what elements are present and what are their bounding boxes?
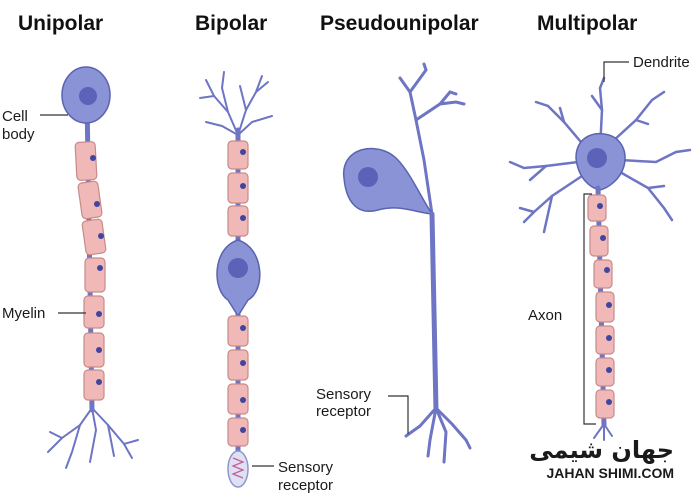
multipolar-dendrites: [508, 76, 692, 234]
unipolar-axon-terminals: [47, 407, 139, 469]
myelin-segment: [227, 315, 249, 347]
multipolar-axon-terminals: [593, 423, 613, 441]
myelin-nucleus-dot: [240, 427, 246, 433]
title-bipolar: Bipolar: [195, 12, 267, 35]
myelin-nucleus-dot: [240, 183, 246, 189]
unipolar-myelin-sheath: [74, 141, 107, 401]
bipolar-cell-body: [216, 239, 261, 318]
label-dendrite: Dendrite: [633, 54, 690, 71]
label-sensory-receptor-bipolar-line2: receptor: [278, 477, 333, 494]
label-sensory-receptor-pseudo-line1: Sensory: [316, 386, 372, 403]
myelin-nucleus-dot: [606, 302, 612, 308]
sensory-receptor-pseudo-leader-line: [388, 395, 409, 434]
myelin-nucleus-dot: [96, 379, 102, 385]
myelin-segment: [595, 291, 615, 323]
multipolar-myelin-sheath: [587, 194, 615, 419]
bipolar-dendrites: [199, 71, 273, 136]
pseudounipolar-terminals: [404, 406, 472, 464]
label-cell: Cell: [2, 108, 28, 125]
title-unipolar: Unipolar: [18, 12, 103, 35]
myelin-segment: [587, 194, 607, 222]
pseudounipolar-cell-body: [343, 147, 434, 215]
myelin-nucleus-dot: [600, 235, 606, 241]
myelin-nucleus-dot: [606, 367, 612, 373]
pseudounipolar-neuron: [343, 62, 472, 464]
label-sensory-receptor-bipolar-line1: Sensory: [278, 459, 334, 476]
myelin-segment: [83, 295, 105, 329]
myelin-nucleus-dot: [597, 203, 603, 209]
bipolar-myelin-lower: [227, 315, 249, 447]
myelin-nucleus-dot: [240, 215, 246, 221]
myelin-nucleus-dot: [97, 265, 103, 271]
myelin-nucleus-dot: [240, 397, 246, 403]
axon-bracket-line: [583, 193, 596, 425]
myelin-segment: [595, 357, 615, 387]
myelin-nucleus-dot: [240, 149, 246, 155]
myelin-segment: [589, 225, 609, 257]
myelin-segment: [595, 389, 615, 419]
bipolar-sensory-receptor: [227, 450, 249, 488]
myelin-nucleus-dot: [98, 233, 104, 239]
title-pseudounipolar: Pseudounipolar: [320, 12, 479, 35]
pseudounipolar-peripheral-branches: [398, 62, 466, 216]
watermark-latin: JAHAN SHIMI.COM: [546, 465, 674, 481]
multipolar-nucleus: [587, 148, 607, 168]
pseudounipolar-nucleus: [358, 167, 378, 187]
watermark-persian: جهان شیمی: [529, 436, 674, 464]
myelin-segment: [227, 172, 249, 204]
myelin-segment: [74, 141, 98, 181]
bipolar-myelin-upper: [227, 140, 249, 237]
myelin-segment: [227, 205, 249, 237]
myelin-nucleus-dot: [96, 311, 102, 317]
myelin-segment: [84, 257, 106, 293]
myelin-segment: [227, 383, 249, 415]
multipolar-neuron: [508, 76, 692, 441]
myelin-nucleus-dot: [240, 360, 246, 366]
myelin-nucleus-dot: [90, 155, 96, 161]
myelin-segment: [227, 349, 249, 381]
myelin-segment: [83, 332, 105, 368]
myelin-nucleus-dot: [604, 267, 610, 273]
label-body: body: [2, 126, 35, 143]
bipolar-nucleus: [228, 258, 248, 278]
myelin-segment: [227, 140, 249, 170]
myelin-segment: [227, 417, 249, 447]
myelin-segment: [77, 180, 103, 220]
myelin-nucleus-dot: [606, 399, 612, 405]
pseudounipolar-axon: [429, 211, 439, 413]
unipolar-nucleus: [79, 87, 97, 105]
myelin-segment: [593, 259, 613, 289]
myelin-nucleus-dot: [94, 201, 100, 207]
myelin-segment: [595, 325, 615, 355]
myelin-nucleus-dot: [240, 325, 246, 331]
myelin-nucleus-dot: [606, 335, 612, 341]
watermark-logo: جهان شیمی JAHAN SHIMI.COM: [529, 436, 674, 481]
title-multipolar: Multipolar: [537, 12, 637, 35]
label-myelin: Myelin: [2, 305, 45, 322]
unipolar-neuron: [47, 66, 139, 469]
receptor-coil: [231, 457, 245, 479]
myelin-segment: [83, 369, 105, 401]
label-sensory-receptor-pseudo-line2: receptor: [316, 403, 371, 420]
label-axon: Axon: [528, 307, 562, 324]
dendrite-leader-line: [603, 61, 629, 82]
myelin-nucleus-dot: [96, 347, 102, 353]
bipolar-neuron: [199, 71, 273, 488]
